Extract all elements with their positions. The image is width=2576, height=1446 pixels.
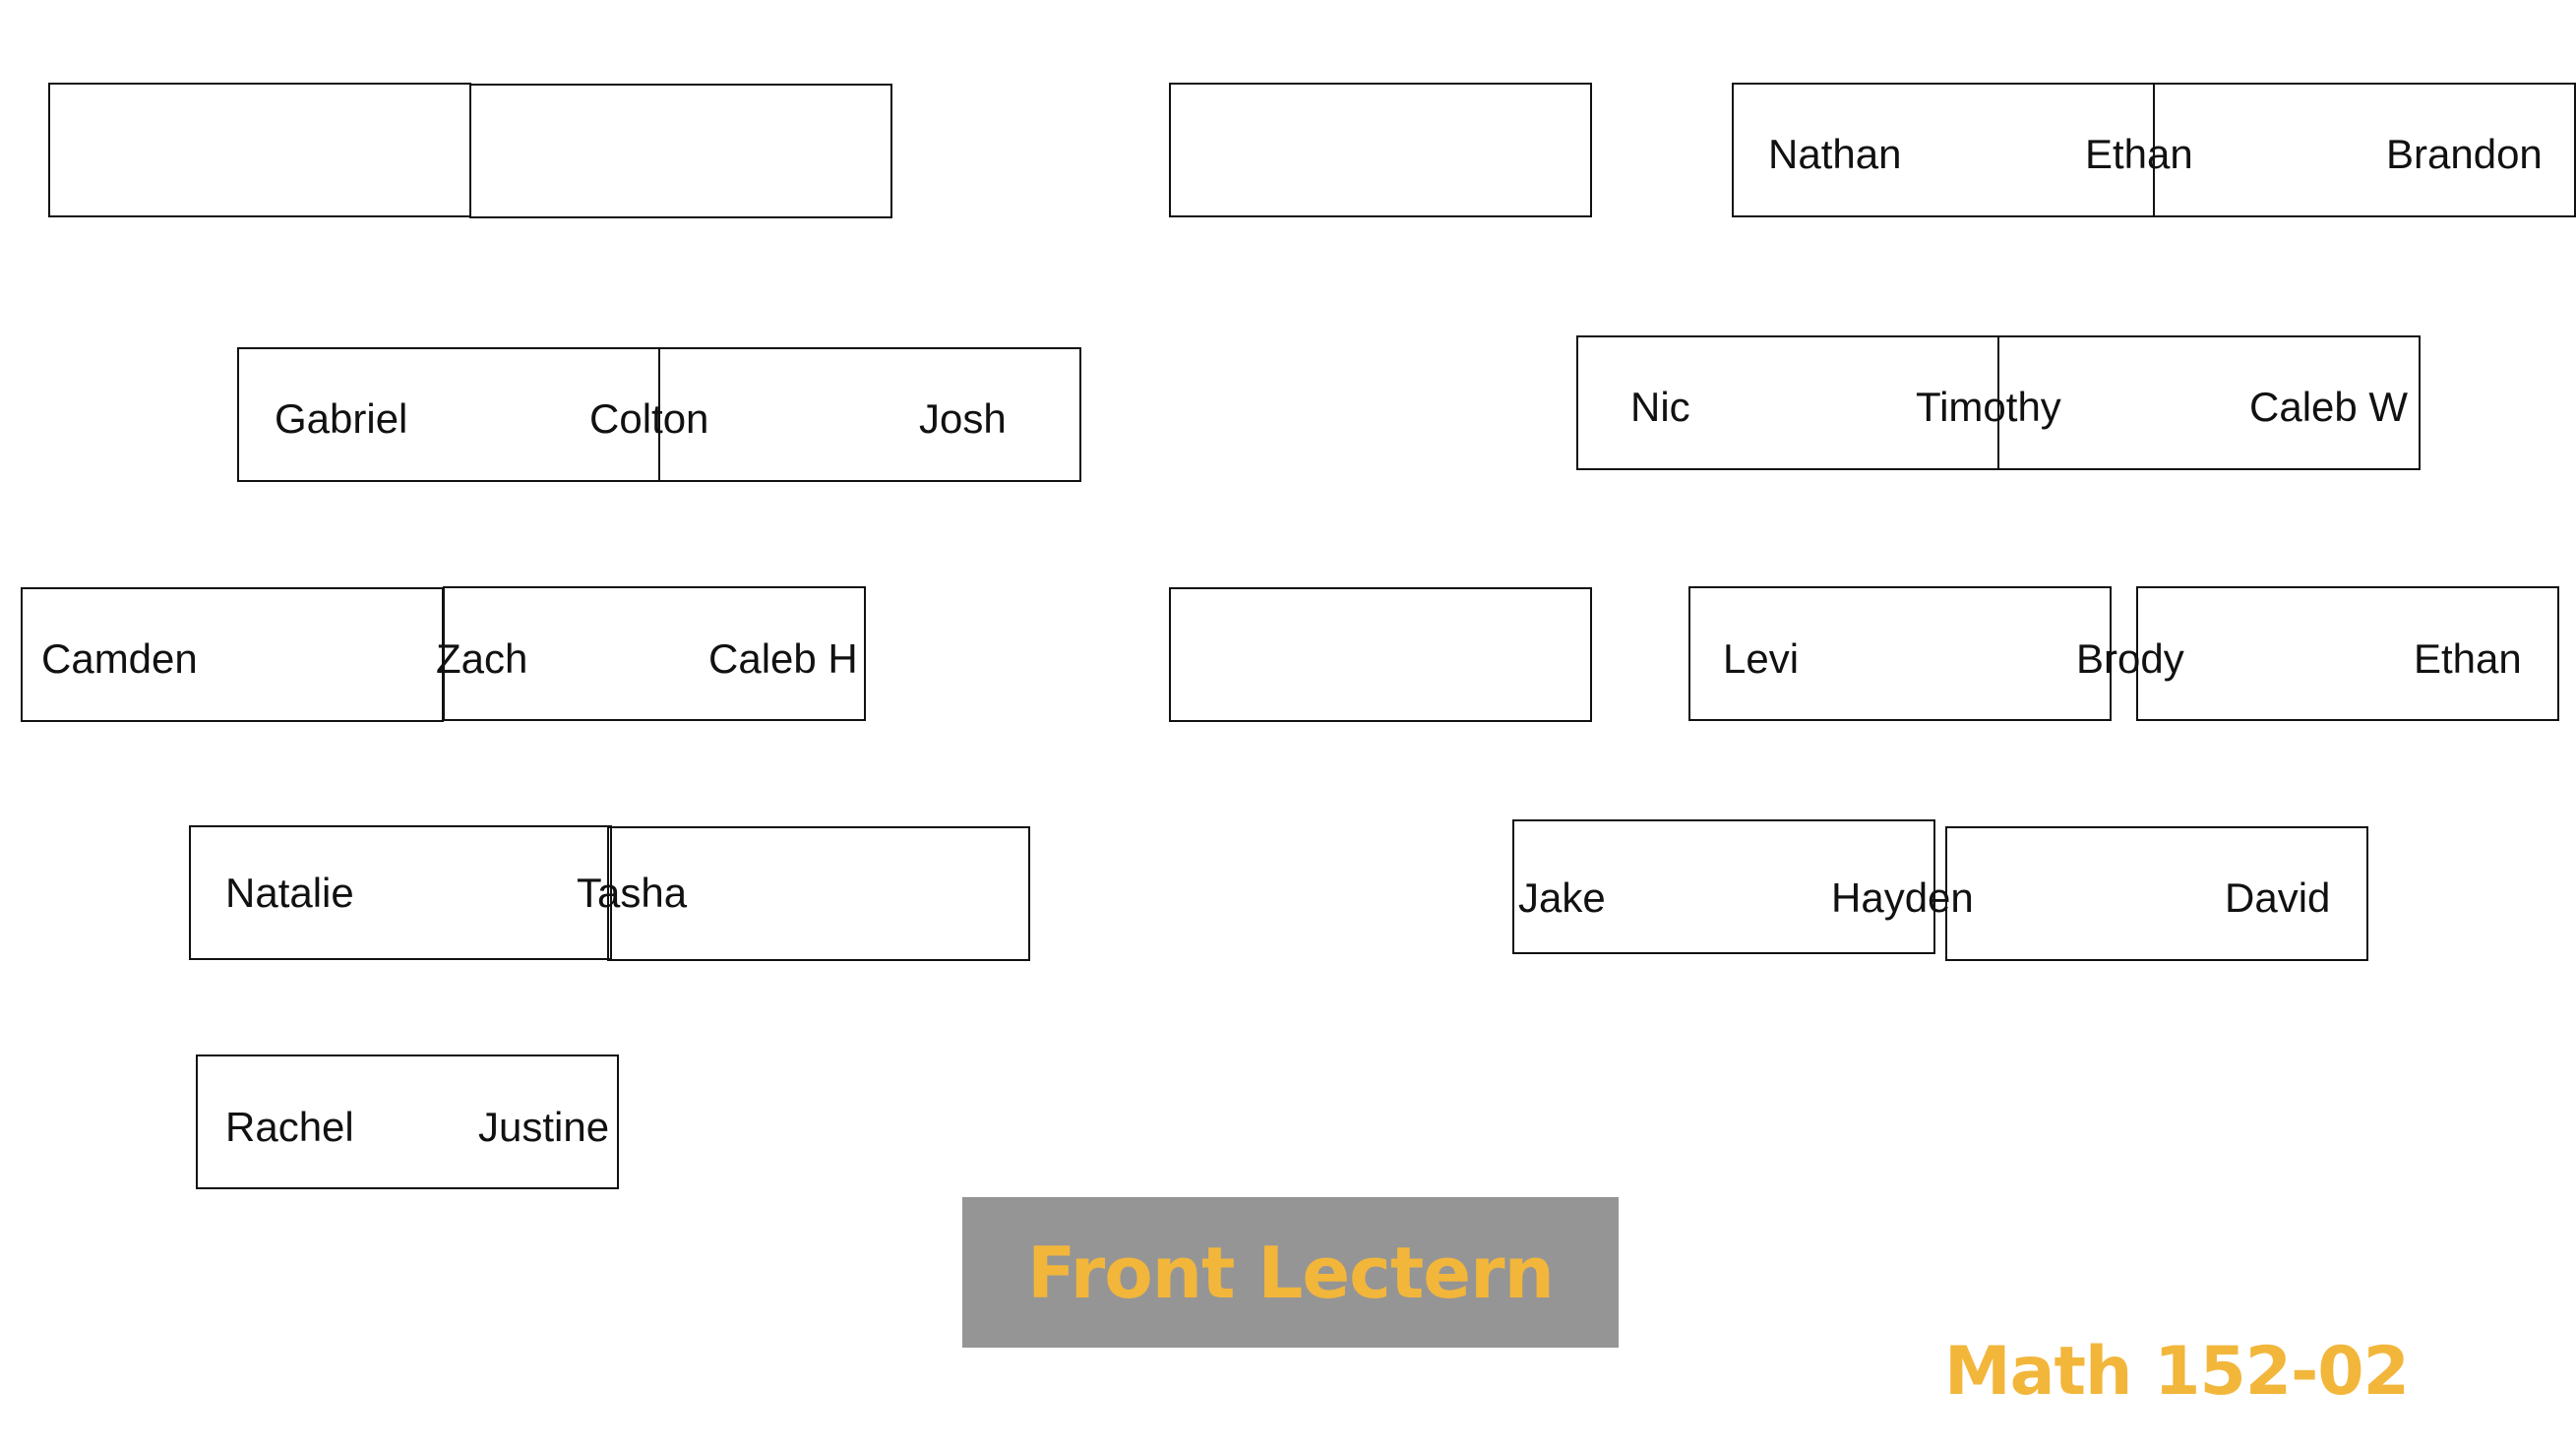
student-caleb-w: Caleb W (2249, 384, 2409, 430)
front-lectern-label: Front Lectern (1027, 1231, 1555, 1314)
student-camden: Camden (41, 635, 198, 682)
desk-r3-e (2136, 586, 2559, 721)
student-ethan-back: Ethan (2414, 635, 2522, 682)
student-zach: Zach (436, 635, 528, 682)
student-timothy: Timothy (1916, 384, 2061, 430)
desk-r4-d (1945, 826, 2368, 961)
course-label: Math 152-02 (1944, 1333, 2410, 1411)
student-josh: Josh (919, 395, 1007, 442)
student-justine: Justine (478, 1104, 610, 1150)
student-brody: Brody (2076, 635, 2184, 682)
desk-r1-e (2153, 83, 2576, 217)
student-jake: Jake (1518, 874, 1606, 921)
desk-r1-c (1169, 83, 1592, 217)
desk-r2-b (658, 347, 1081, 482)
student-caleb-h: Caleb H (708, 635, 858, 682)
desk-r3-d (1688, 586, 2112, 721)
desk-r4-b (607, 826, 1030, 961)
desk-r4-a (189, 825, 612, 960)
front-lectern: Front Lectern (962, 1197, 1619, 1348)
student-colton: Colton (589, 395, 709, 442)
student-ethan-front: Ethan (2085, 131, 2193, 177)
student-hayden: Hayden (1831, 874, 1974, 921)
desk-r2-d (1997, 335, 2421, 470)
student-nathan: Nathan (1768, 131, 1902, 177)
student-nic: Nic (1630, 384, 1690, 430)
student-brandon: Brandon (2386, 131, 2543, 177)
student-david: David (2225, 874, 2331, 921)
desk-r1-a (48, 83, 471, 217)
desk-r4-c (1512, 819, 1935, 954)
desk-r1-b (469, 84, 892, 218)
desk-r3-c (1169, 587, 1592, 722)
student-tasha: Tasha (577, 870, 688, 916)
desk-r3-b (443, 586, 866, 721)
student-levi: Levi (1723, 635, 1800, 682)
desk-r5-a (196, 1054, 619, 1189)
student-rachel: Rachel (225, 1104, 354, 1150)
student-natalie: Natalie (225, 870, 354, 916)
student-gabriel: Gabriel (275, 395, 408, 442)
